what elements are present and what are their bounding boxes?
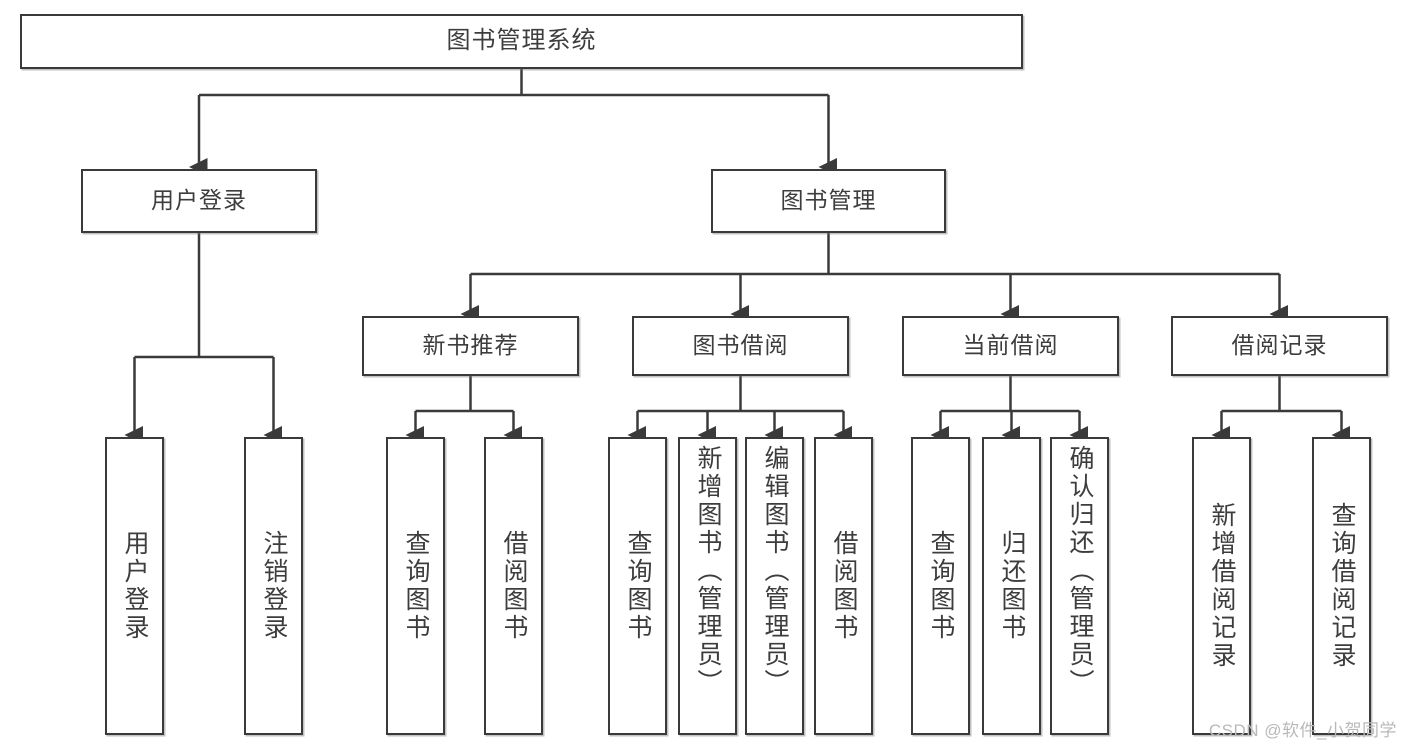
node-l-bbook1[interactable]: 借阅图书 <box>484 437 543 735</box>
node-l-qrec[interactable]: 查询借阅记录 <box>1312 437 1371 735</box>
node-l-qbook2[interactable]: 查询图书 <box>608 437 667 735</box>
node-records[interactable]: 借阅记录 <box>1171 316 1388 376</box>
node-login[interactable]: 用户登录 <box>81 169 317 233</box>
node-label: 图书借阅 <box>692 332 789 359</box>
node-l-login[interactable]: 用户登录 <box>105 437 164 735</box>
node-label: 归还图书 <box>998 530 1026 642</box>
node-l-qbook1[interactable]: 查询图书 <box>386 437 445 735</box>
node-label: 图书管理 <box>780 187 877 214</box>
node-l-confirm[interactable]: 确认归还（管理员） <box>1050 437 1109 735</box>
node-label: 用户登录 <box>121 530 149 642</box>
node-label: 新书推荐 <box>422 332 519 359</box>
node-label: 图书管理系统 <box>446 27 597 55</box>
node-current[interactable]: 当前借阅 <box>902 316 1119 376</box>
node-borrow[interactable]: 图书借阅 <box>632 316 849 376</box>
node-label: 编辑图书（管理员） <box>761 445 789 697</box>
node-label: 查询借阅记录 <box>1328 502 1356 670</box>
node-l-return[interactable]: 归还图书 <box>982 437 1041 735</box>
node-root[interactable]: 图书管理系统 <box>20 14 1023 69</box>
node-l-editbook[interactable]: 编辑图书（管理员） <box>745 437 804 735</box>
node-l-bbook2[interactable]: 借阅图书 <box>814 437 873 735</box>
node-label: 查询图书 <box>402 530 430 642</box>
node-label: 确认归还（管理员） <box>1066 445 1094 697</box>
node-label: 查询图书 <box>927 530 955 642</box>
node-label: 新增图书（管理员） <box>694 445 722 697</box>
node-label: 借阅图书 <box>830 530 858 642</box>
node-label: 注销登录 <box>260 530 288 642</box>
node-l-qbook3[interactable]: 查询图书 <box>911 437 970 735</box>
node-label: 借阅记录 <box>1231 332 1328 359</box>
node-label: 查询图书 <box>624 530 652 642</box>
node-label: 用户登录 <box>151 187 247 214</box>
node-newbook[interactable]: 新书推荐 <box>362 316 579 376</box>
node-label: 新增借阅记录 <box>1208 502 1236 670</box>
node-bookmgmt[interactable]: 图书管理 <box>711 169 946 233</box>
node-l-addbook[interactable]: 新增图书（管理员） <box>678 437 737 735</box>
node-label: 当前借阅 <box>962 332 1059 359</box>
node-l-addrec[interactable]: 新增借阅记录 <box>1192 437 1251 735</box>
node-label: 借阅图书 <box>500 530 528 642</box>
watermark-label: CSDN @软件_小贺同学 <box>1208 721 1397 740</box>
node-l-logout[interactable]: 注销登录 <box>244 437 303 735</box>
